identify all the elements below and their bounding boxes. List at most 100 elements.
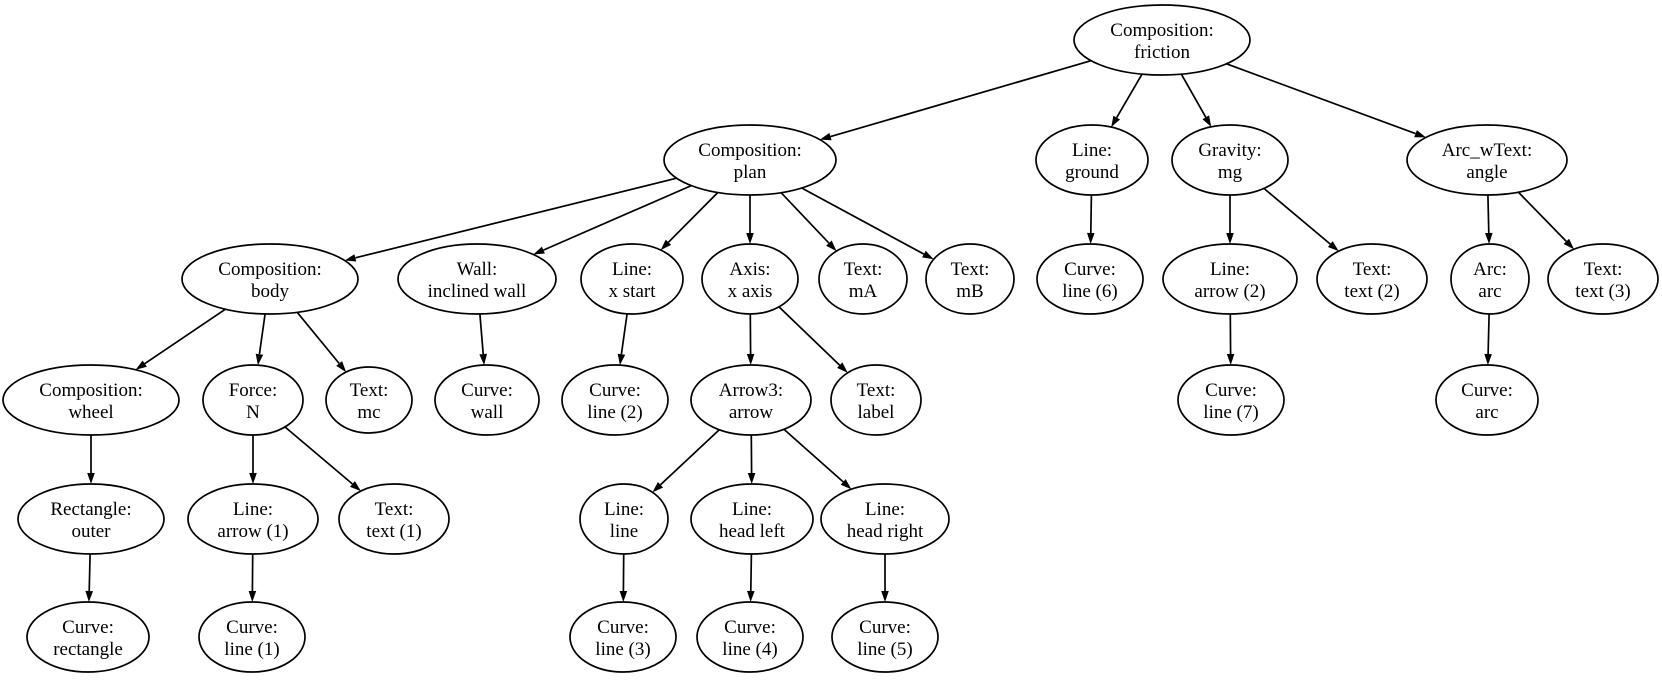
arrowhead-icon — [344, 254, 357, 262]
node-x-axis-type-label: Axis: — [729, 259, 770, 280]
node-body-ellipse — [181, 243, 359, 315]
node-mA-ellipse — [818, 243, 908, 315]
node-inclined-wall: Wall:inclined wall — [397, 243, 557, 315]
node-line-1-ellipse — [198, 601, 306, 673]
edge-friction-mg — [1180, 73, 1212, 127]
node-arrow-1-type-label: Line: — [233, 499, 273, 520]
arrowhead-icon — [619, 591, 628, 602]
node-mc-name-label: mc — [357, 402, 380, 423]
node-line-6-type-label: Curve: — [1064, 259, 1116, 280]
node-x-start: Line:x start — [580, 243, 684, 315]
edge-body-mc — [296, 311, 347, 373]
arrowhead-icon — [826, 240, 837, 252]
node-angle-name-label: angle — [1466, 162, 1507, 183]
edge-ground-line-6 — [1087, 194, 1095, 244]
node-text-2-name-label: text (2) — [1344, 281, 1399, 302]
arrowhead-icon — [85, 590, 93, 602]
node-line-5-name-label: line (5) — [857, 639, 912, 660]
node-ground-name-label: ground — [1065, 162, 1119, 183]
edge-force-n-arrow-1 — [249, 435, 257, 484]
edge-wheel-outer — [87, 435, 95, 484]
node-mA: Text:mA — [818, 243, 908, 315]
node-text-2: Text:text (2) — [1316, 243, 1428, 315]
edge-inclined-wall-wall — [479, 313, 487, 366]
node-arrow-2-type-label: Line: — [1210, 259, 1250, 280]
node-arrow-1: Line:arrow (1) — [187, 483, 319, 555]
node-line-3-ellipse — [569, 601, 677, 673]
node-friction-name-label: friction — [1134, 42, 1190, 63]
node-line-name-label: line — [610, 521, 639, 542]
node-line-3-name-label: line (3) — [595, 639, 650, 660]
arrowhead-icon — [747, 473, 756, 484]
arrowhead-icon — [617, 353, 626, 366]
node-line-3-type-label: Curve: — [597, 617, 649, 638]
node-line-4-type-label: Curve: — [724, 617, 776, 638]
node-text-3: Text:text (3) — [1547, 243, 1659, 315]
node-line-4: Curve:line (4) — [696, 601, 804, 673]
node-x-start-name-label: x start — [609, 281, 657, 302]
node-line-2-name-label: line (2) — [587, 402, 642, 423]
node-rectangle-ellipse — [26, 601, 150, 673]
arrowhead-icon — [1111, 115, 1120, 128]
node-text-1-ellipse — [338, 483, 450, 555]
edge-arrow-1-line-1 — [248, 553, 257, 602]
arrowhead-icon — [1226, 354, 1235, 365]
node-mg: Gravity:mg — [1171, 124, 1289, 196]
node-line-1-type-label: Curve: — [226, 617, 278, 638]
node-text-1-name-label: text (1) — [366, 521, 421, 542]
node-line-2: Curve:line (2) — [561, 364, 669, 436]
node-line-1: Curve:line (1) — [198, 601, 306, 673]
arrowhead-icon — [1414, 130, 1426, 138]
node-mc: Text:mc — [325, 366, 413, 434]
edge-line-line-3 — [619, 553, 628, 602]
node-inclined-wall-name-label: inclined wall — [428, 281, 527, 302]
edge-head-left-line-4 — [747, 553, 755, 602]
node-curve-arc: Curve:arc — [1435, 364, 1539, 436]
node-wall-ellipse — [434, 364, 540, 436]
node-arrow-2: Line:arrow (2) — [1162, 243, 1298, 315]
node-line-3: Curve:line (3) — [569, 601, 677, 673]
node-curve-arc-ellipse — [1435, 364, 1539, 436]
node-mB-type-label: Text: — [951, 259, 990, 280]
node-line-7: Curve:line (7) — [1177, 364, 1285, 436]
node-text-3-name-label: text (3) — [1575, 281, 1630, 302]
edge-arc-curve-arc — [1484, 313, 1492, 365]
node-wall-type-label: Curve: — [461, 380, 513, 401]
edge-plan-body — [344, 177, 677, 262]
node-text-2-type-label: Text: — [1353, 259, 1392, 280]
arrowhead-icon — [746, 233, 754, 244]
node-body-type-label: Composition: — [218, 259, 321, 280]
node-mc-ellipse — [325, 366, 413, 434]
node-head-left-type-label: Line: — [732, 499, 772, 520]
edge-head-right-line-5 — [881, 554, 889, 602]
node-rectangle-type-label: Curve: — [62, 617, 114, 638]
node-body: Composition:body — [181, 243, 359, 315]
node-label-name-label: label — [858, 402, 895, 423]
node-angle: Arc_wText:angle — [1406, 124, 1568, 196]
node-arc-type-label: Arc: — [1473, 259, 1507, 280]
node-plan: Composition:plan — [663, 124, 837, 196]
edge-friction-ground — [1111, 73, 1143, 128]
edge-arrow3-head-right — [783, 428, 852, 490]
arrowhead-icon — [1485, 232, 1493, 244]
node-outer-ellipse — [17, 483, 165, 555]
node-mA-name-label: mA — [849, 281, 878, 302]
node-arc-name-label: arc — [1478, 281, 1501, 302]
edge-friction-plan — [819, 59, 1092, 141]
arrowhead-icon — [479, 353, 487, 366]
edge-arrow3-line — [652, 429, 720, 493]
arrowhead-icon — [249, 473, 257, 484]
node-plan-name-label: plan — [734, 162, 767, 183]
node-x-axis-ellipse — [701, 243, 799, 315]
edge-body-wheel — [135, 308, 226, 370]
arrowhead-icon — [1327, 241, 1339, 252]
node-wall-name-label: wall — [471, 402, 504, 423]
node-arc: Arc:arc — [1450, 243, 1530, 315]
node-friction-ellipse — [1073, 4, 1251, 76]
edge-friction-angle — [1226, 63, 1426, 138]
node-friction-type-label: Composition: — [1110, 20, 1213, 41]
edge-x-start-line-2 — [617, 313, 628, 366]
node-force-n-name-label: N — [246, 402, 260, 423]
